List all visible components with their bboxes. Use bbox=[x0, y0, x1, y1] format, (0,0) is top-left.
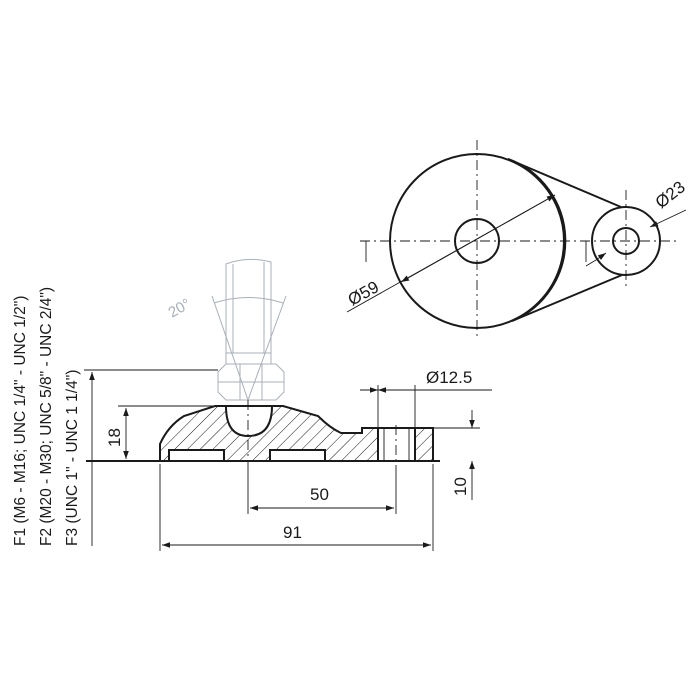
recess-left bbox=[168, 449, 225, 462]
dia-23-leader bbox=[649, 209, 687, 228]
dim-10-label: 10 bbox=[451, 477, 470, 496]
variant-f2: F2 (M20 - M30; UNC 5/8" - UNC 2/4") bbox=[38, 287, 55, 546]
dim-91-label: 91 bbox=[283, 523, 302, 542]
lower-tangent-line bbox=[511, 274, 623, 322]
recess-arc bbox=[507, 158, 567, 322]
dim-12-5-label: Ø12.5 bbox=[426, 368, 472, 387]
dia-59-label: Ø59 bbox=[345, 277, 382, 309]
dim-18-label: 18 bbox=[105, 428, 124, 447]
variant-f3: F3 (UNC 1" - UNC 1 1/4") bbox=[64, 370, 81, 546]
dia-23-label: Ø23 bbox=[652, 177, 689, 212]
base-plate-circle bbox=[389, 153, 565, 329]
dim-50-label: 50 bbox=[310, 485, 329, 504]
side-view: 20° 18 Ø12.5 10 bbox=[84, 258, 492, 551]
top-view: Ø59 Ø23 bbox=[345, 140, 689, 340]
recess-right bbox=[269, 449, 326, 462]
lug-hole-circle bbox=[612, 227, 640, 255]
upper-tangent-line bbox=[507, 158, 622, 208]
lug-circle bbox=[591, 206, 661, 276]
thread-variant-notes: F1 (M6 - M16; UNC 1/4" - UNC 1/2") F2 (M… bbox=[12, 287, 81, 546]
center-bore-circle bbox=[454, 218, 500, 264]
variant-f1: F1 (M6 - M16; UNC 1/4" - UNC 1/2") bbox=[12, 296, 29, 546]
ghost-threaded-spindle bbox=[217, 258, 285, 401]
angle-20-label: 20° bbox=[166, 295, 194, 321]
